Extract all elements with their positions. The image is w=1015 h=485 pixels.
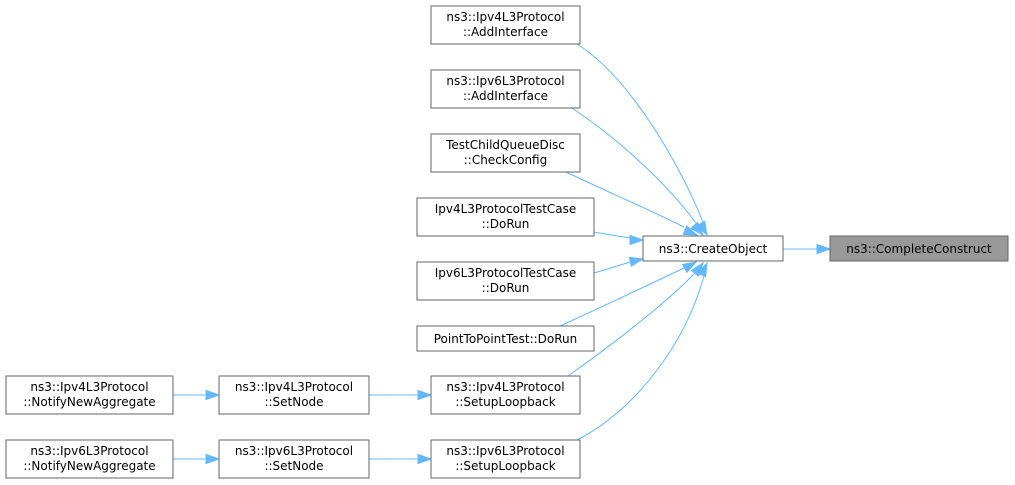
- call-edges: [173, 43, 832, 465]
- node-check-config[interactable]: TestChildQueueDisc ::CheckConfig: [430, 133, 581, 173]
- arrowhead-icon: [205, 453, 221, 465]
- call-edge: [565, 171, 699, 236]
- node-ipv4-set-node[interactable]: ns3::Ipv4L3Protocol ::SetNode: [218, 375, 370, 415]
- node-create-object[interactable]: ns3::CreateObject: [642, 235, 784, 262]
- arrowhead-icon: [681, 261, 698, 274]
- node-label-line2: ::NotifyNewAggregate: [23, 459, 155, 473]
- node-label-line1: ns3::Ipv4L3Protocol: [235, 380, 353, 394]
- node-label-line1: ns3::Ipv6L3Protocol: [235, 444, 353, 458]
- arrowhead-icon: [682, 225, 699, 236]
- node-label-line2: ::DoRun: [482, 217, 530, 231]
- node-label: ns3::CreateObject: [659, 242, 768, 256]
- arrowhead-icon: [696, 261, 708, 278]
- node-label-line2: ::SetupLoopback: [455, 459, 555, 473]
- call-edge: [593, 256, 645, 274]
- node-ipv4-add-interface[interactable]: ns3::Ipv4L3Protocol ::AddInterface: [430, 5, 581, 45]
- node-label-line2: ::CheckConfig: [464, 153, 548, 167]
- node-label-line1: ns3::Ipv4L3Protocol: [446, 10, 564, 24]
- node-ipv4-setup-loopback[interactable]: ns3::Ipv4L3Protocol ::SetupLoopback: [430, 375, 581, 415]
- call-edge: [173, 453, 221, 465]
- arrowhead-icon: [417, 389, 433, 401]
- arrowhead-icon: [629, 234, 645, 246]
- node-label-line2: ::AddInterface: [463, 89, 548, 103]
- node-ipv4-notify-new-aggregate[interactable]: ns3::Ipv4L3Protocol ::NotifyNewAggregate: [5, 375, 174, 415]
- call-edge: [571, 107, 705, 237]
- call-edge: [783, 243, 832, 255]
- node-label-line1: TestChildQueueDisc: [445, 138, 565, 152]
- node-p2p-dorun[interactable]: PointToPointTest::DoRun: [416, 325, 595, 352]
- arrowhead-icon: [417, 453, 433, 465]
- node-label-line2: ::SetNode: [264, 395, 323, 409]
- node-ipv6-testcase-dorun[interactable]: Ipv6L3ProtocolTestCase ::DoRun: [416, 261, 595, 301]
- arrowhead-icon: [628, 256, 645, 267]
- call-edge: [559, 261, 698, 327]
- node-label-line1: ns3::Ipv6L3Protocol: [446, 74, 564, 88]
- edge-line: [571, 107, 697, 224]
- arrowhead-icon: [695, 220, 708, 237]
- call-edge: [593, 231, 645, 246]
- edge-line: [576, 275, 705, 441]
- node-label-line1: ns3::Ipv6L3Protocol: [30, 444, 148, 458]
- node-label-line1: ns3::Ipv4L3Protocol: [30, 380, 148, 394]
- node-label-line2: ::SetupLoopback: [455, 395, 555, 409]
- node-label-line1: Ipv6L3ProtocolTestCase: [435, 266, 577, 280]
- node-ipv6-notify-new-aggregate[interactable]: ns3::Ipv6L3Protocol ::NotifyNewAggregate: [5, 439, 174, 479]
- node-ipv6-set-node[interactable]: ns3::Ipv6L3Protocol ::SetNode: [218, 439, 370, 479]
- node-ipv4-testcase-dorun[interactable]: Ipv4L3ProtocolTestCase ::DoRun: [416, 197, 595, 237]
- call-edge: [576, 43, 708, 237]
- edge-line: [593, 261, 631, 274]
- edge-line: [567, 273, 695, 377]
- call-edge: [576, 261, 708, 441]
- edge-line: [559, 267, 685, 327]
- node-label-line2: ::NotifyNewAggregate: [23, 395, 155, 409]
- node-label-line1: ns3::Ipv6L3Protocol: [446, 444, 564, 458]
- edge-line: [593, 231, 631, 239]
- node-label-line2: ::SetNode: [264, 459, 323, 473]
- call-edge: [173, 389, 221, 401]
- arrowhead-icon: [690, 221, 705, 237]
- edge-line: [565, 171, 685, 228]
- arrowhead-icon: [205, 389, 221, 401]
- node-label: PointToPointTest::DoRun: [434, 332, 578, 346]
- arrowhead-icon: [816, 243, 832, 255]
- node-label-line1: ns3::Ipv4L3Protocol: [446, 380, 564, 394]
- node-label: ns3::CompleteConstruct: [846, 242, 992, 256]
- node-label-line1: Ipv4L3ProtocolTestCase: [435, 202, 577, 216]
- node-label-line2: ::DoRun: [482, 281, 530, 295]
- node-complete-construct[interactable]: ns3::CompleteConstruct: [829, 235, 1009, 262]
- call-edge: [369, 389, 433, 401]
- node-ipv6-setup-loopback[interactable]: ns3::Ipv6L3Protocol ::SetupLoopback: [430, 439, 581, 479]
- call-edge: [369, 453, 433, 465]
- node-ipv6-add-interface[interactable]: ns3::Ipv6L3Protocol ::AddInterface: [430, 69, 581, 109]
- node-label-line2: ::AddInterface: [463, 25, 548, 39]
- edge-line: [576, 43, 704, 223]
